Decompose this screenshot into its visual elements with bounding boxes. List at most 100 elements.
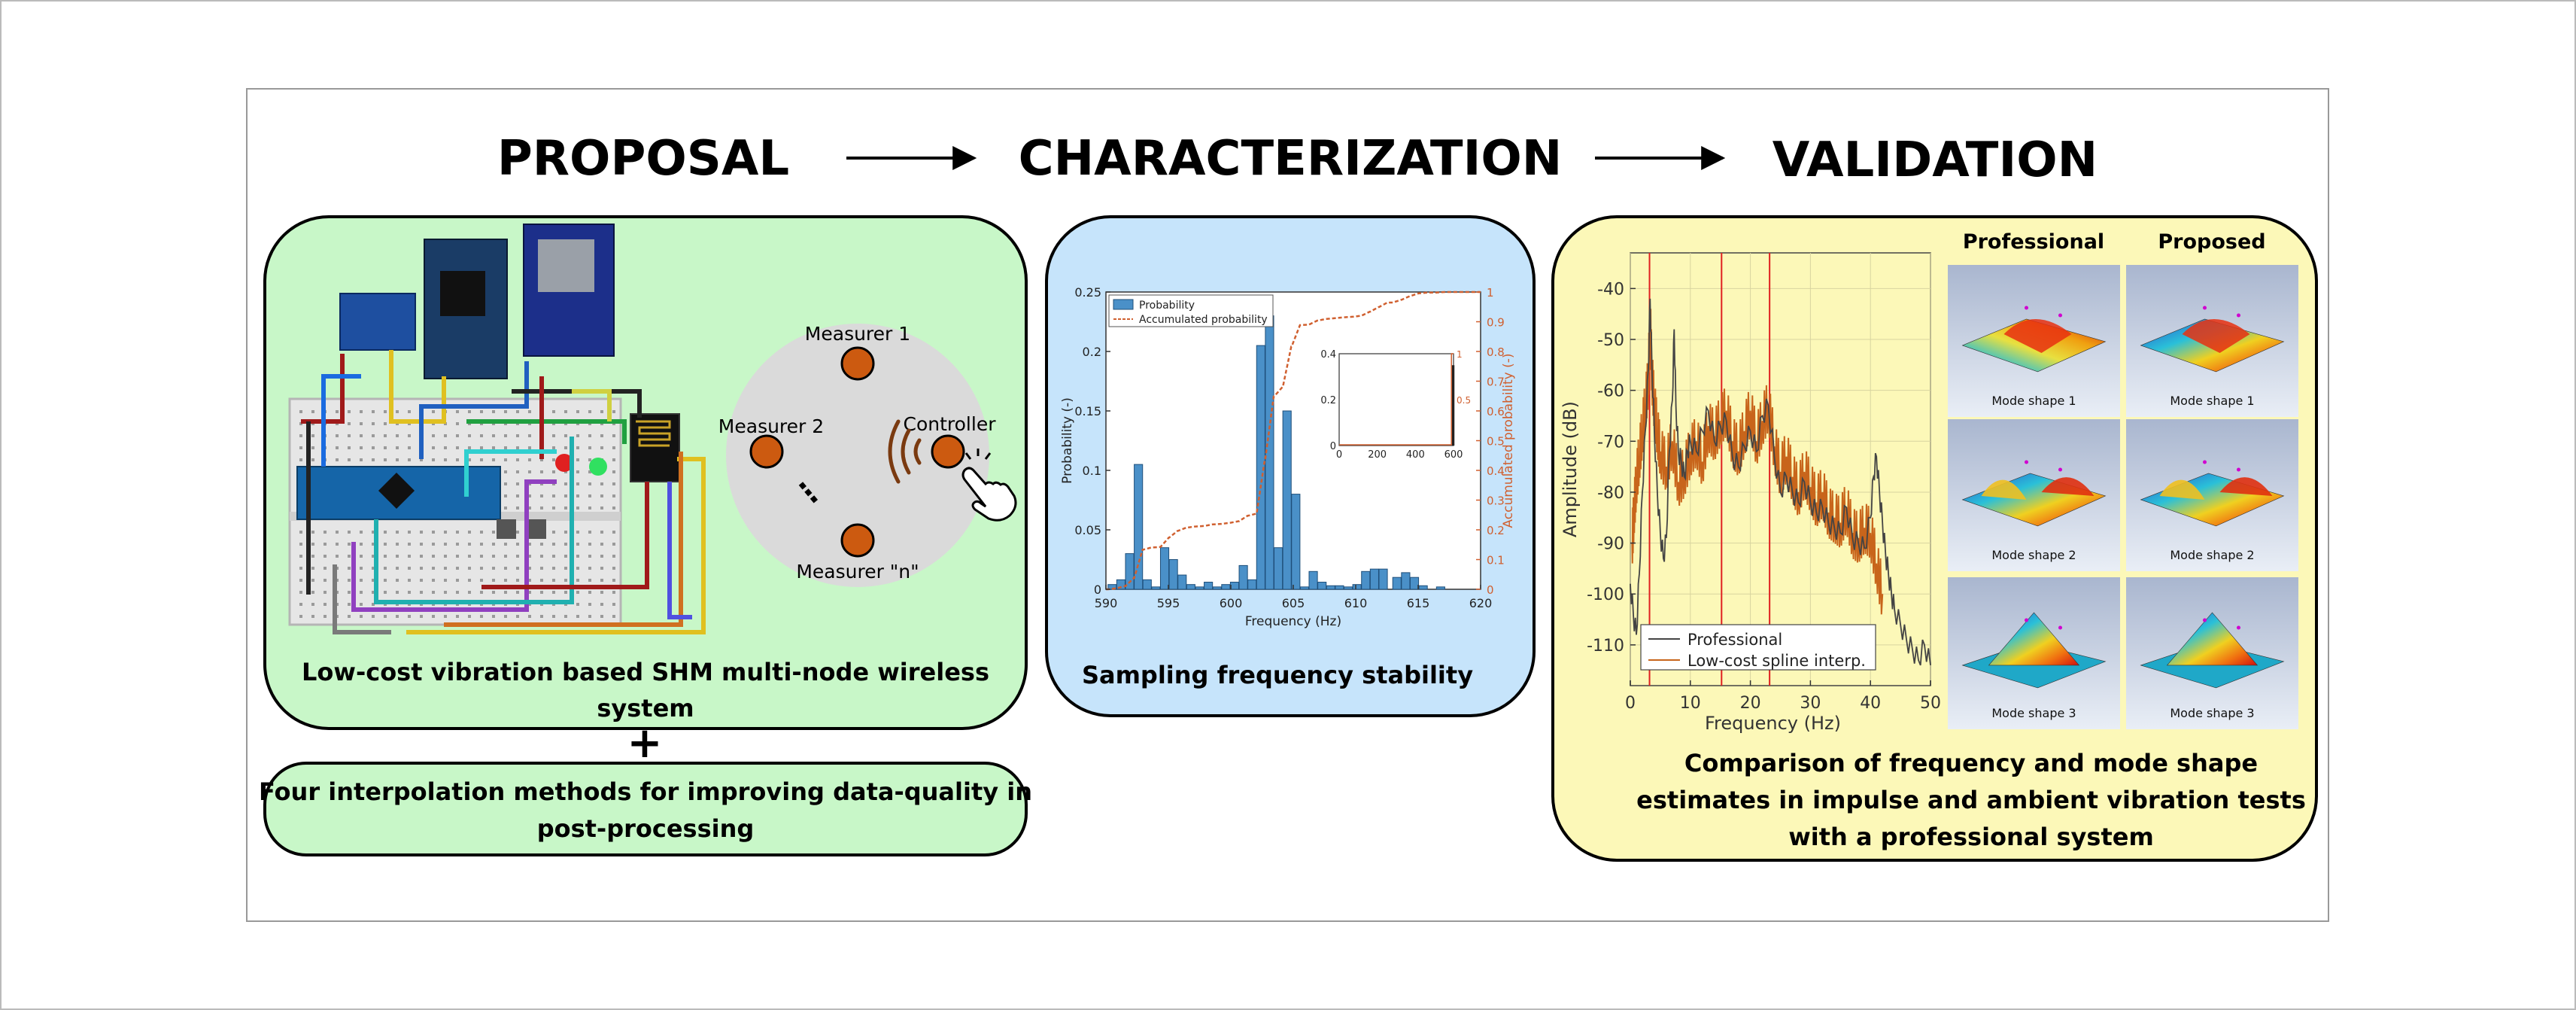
histogram-bar [1343,586,1353,590]
y-tick-label: -50 [1597,331,1624,350]
mode-shape-cell: Mode shape 2 [2126,419,2298,571]
y-tick-label: -100 [1587,586,1624,604]
mode-shape-peak [2182,318,2250,353]
inset-spike-bar [1451,365,1455,446]
sensor-marker [2058,467,2062,472]
sensor-marker [2025,618,2028,622]
y2-tick-label: 0 [1487,583,1494,597]
x-tick-label: 620 [1469,596,1493,610]
y2-tick-label: 0.4 [1487,464,1505,478]
radio-module [630,413,680,482]
y2-tick-label: 0.5 [1487,435,1505,449]
histogram-bar [1195,586,1204,590]
mode-shape-cell: Mode shape 3 [2126,577,2298,729]
histogram-bar [1229,582,1240,590]
y2-tick-label: 0.7 [1487,376,1505,389]
y-axis-label: Probability (-) [1060,397,1075,484]
mode-shape-cell: Mode shape 1 [1948,265,2120,417]
y-tick-label: -90 [1597,535,1624,554]
accumulated-probability-line [1106,291,1481,591]
y-tick-label: 0.2 [1083,345,1101,359]
x-axis-label: Frequency (Hz) [1245,614,1341,629]
histogram-bar [1299,586,1310,590]
histogram-bar [1186,584,1195,590]
y2-tick-label: 0.2 [1487,524,1505,537]
mode-shape-label: Mode shape 3 [2170,706,2254,720]
plus-sign: + [627,719,663,768]
legend-label: Low-cost spline interp. [1687,652,1866,670]
legend-label-accumulated: Accumulated probability [1139,314,1268,326]
histogram-bar [1238,564,1248,590]
mode-shape-peak [2166,612,2259,666]
node-controller [931,434,965,469]
column-professional: Professional [1963,230,2104,254]
histogram-bar [1274,547,1283,590]
legend-swatch-probability [1113,299,1134,310]
histogram-bar [1204,582,1214,590]
histogram-bar [1282,410,1292,590]
x-tick-label: 0 [1625,694,1636,713]
sensor-marker [2058,313,2062,318]
x-axis-label: Frequency (Hz) [1705,713,1841,734]
x-tick-label: 600 [1220,596,1243,610]
y2-tick-label: 0.1 [1487,554,1505,567]
column-proposed: Proposed [2158,230,2265,254]
wireless-network-diagram: Measurer 1 Measurer 2 ⋮ Measurer "n" Con… [718,323,1017,587]
node-measurer-1 [840,346,875,381]
histogram-bar [1361,570,1371,590]
y2-axis-label: Accumulated probability (-) [1501,353,1516,528]
mode-shape-cell: Mode shape 1 [2126,265,2298,417]
inset-x-tick-label: 600 [1444,449,1463,461]
heading-proposal: PROPOSAL [497,131,789,187]
label-measurer-2: Measurer 2 [718,415,824,437]
sensor-marker [2025,306,2028,310]
x-tick-label: 610 [1344,596,1368,610]
histogram-bar [1352,584,1362,590]
histogram-bar [1177,574,1187,590]
x-tick-label: 605 [1282,596,1305,610]
inset-x-tick-label: 0 [1336,449,1342,461]
histogram-bar [1221,584,1231,590]
series-professional-line [1630,298,1931,666]
mode-shape-peak [2003,318,2072,353]
mode-shape-lobe [2041,477,2095,496]
y-tick-label: 0.1 [1083,464,1101,478]
histogram-bar [1142,579,1152,590]
legend-label-probability: Probability [1139,300,1195,312]
histogram-bar [1335,585,1344,590]
sensor-marker [2203,618,2207,622]
sensor-marker [2203,306,2207,310]
histogram-bar [1291,494,1301,590]
y-tick-label: 0 [1094,583,1101,597]
inset-y-tick-label: 0.2 [1320,395,1336,406]
inset-plot-area [1338,353,1454,446]
histogram-bar [1125,553,1135,590]
x-tick-label: 615 [1407,596,1430,610]
sensor-marker [2237,313,2240,318]
x-tick-label: 50 [1920,694,1941,713]
mode-shape-lobe [2219,477,2273,496]
mode-shape-label: Mode shape 3 [1991,706,2076,720]
mode-shape-peak [1988,612,2080,666]
validation-caption-line3: with a professional system [1788,823,2154,851]
network-area [726,324,989,587]
characterization-caption: Sampling frequency stability [1082,661,1473,689]
x-tick-label: 10 [1680,694,1701,713]
histogram-bar [1212,586,1222,590]
y-tick-label: 0.05 [1074,523,1101,537]
validation-caption-line2: estimates in impulse and ambient vibrati… [1636,786,2306,814]
y2-tick-label: 1 [1487,286,1494,300]
x-tick-label: 590 [1095,596,1118,610]
x-tick-label: 30 [1800,694,1821,713]
y-tick-label: 0.15 [1074,404,1101,418]
histogram-bar [1134,464,1144,590]
inset-y2-tick-label: 0.5 [1457,395,1471,406]
inset-accumulated-line [1339,353,1454,446]
